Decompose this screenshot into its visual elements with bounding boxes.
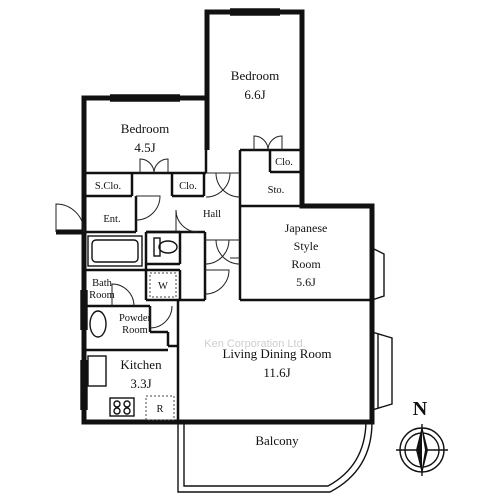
closet-small-label: Clo. bbox=[179, 181, 197, 192]
watermark-text: Ken Corporation Ltd. bbox=[204, 338, 306, 350]
living-dining-name: Living Dining Room bbox=[222, 346, 331, 361]
entrance-label: Ent. bbox=[103, 214, 120, 225]
washbasin bbox=[89, 310, 107, 338]
japanese-room-line2: Style bbox=[294, 239, 319, 253]
kitchen-name: Kitchen bbox=[120, 357, 162, 372]
bedroom-large-name: Bedroom bbox=[231, 68, 279, 83]
shoe-closet-label: S.Clo. bbox=[95, 181, 121, 192]
japanese-room-line1: Japanese bbox=[285, 221, 328, 235]
balcony-outline bbox=[177, 421, 373, 493]
bath-room-line1: Bath bbox=[92, 278, 113, 289]
hall-label: Hall bbox=[203, 209, 221, 220]
bath-room-line2: Room bbox=[89, 290, 115, 301]
toilet bbox=[153, 237, 178, 257]
bay-windows bbox=[371, 246, 393, 411]
bedroom-small-name: Bedroom bbox=[121, 121, 169, 136]
compass: N bbox=[396, 398, 448, 476]
fridge-box bbox=[145, 395, 175, 421]
closet-large-label: Clo. bbox=[275, 157, 293, 168]
washer-box bbox=[149, 272, 177, 298]
doors bbox=[55, 135, 283, 329]
japanese-room-line3: Room bbox=[291, 257, 321, 271]
washer-label: W bbox=[158, 281, 168, 292]
bedroom-large-size: 6.6J bbox=[244, 87, 265, 102]
storage-label: Sto. bbox=[268, 185, 285, 196]
windows bbox=[80, 8, 280, 410]
fridge-label: R bbox=[156, 404, 163, 415]
kitchen-size: 3.3J bbox=[130, 376, 151, 391]
bathtub bbox=[87, 235, 143, 267]
compass-north-label: N bbox=[413, 398, 428, 420]
kitchen-counter bbox=[87, 355, 135, 417]
balcony-name: Balcony bbox=[255, 433, 299, 448]
bedroom-small-size: 4.5J bbox=[134, 140, 155, 155]
japanese-room-size: 5.6J bbox=[296, 275, 316, 289]
interior-partitions bbox=[84, 148, 372, 422]
powder-room-line1: Powder bbox=[119, 313, 152, 324]
living-dining-size: 11.6J bbox=[263, 365, 290, 380]
powder-room-line2: Room bbox=[122, 325, 148, 336]
